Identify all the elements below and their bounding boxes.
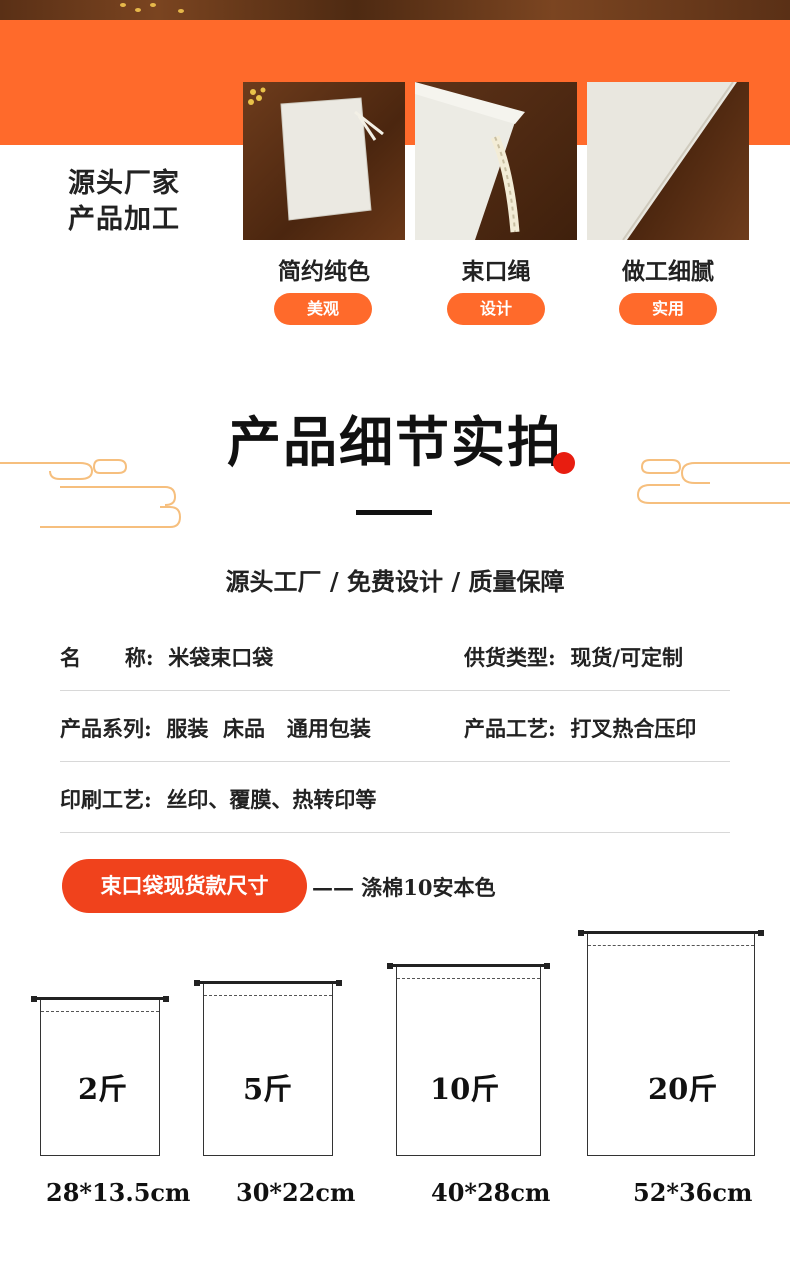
spec-row-2: 产品系列: 服装 床品 通用包装 产品工艺: 打叉热合压印	[60, 691, 730, 762]
hero-line-2: 产品加工	[68, 204, 180, 235]
photo-drawstring	[415, 82, 577, 240]
feature-tag-1: 美观	[274, 293, 372, 325]
bag-size-5: 30*22cm	[236, 1178, 356, 1207]
stitch-line	[204, 995, 332, 996]
cloud-decoration-left	[0, 459, 182, 528]
bag-weight-2: 2斤	[78, 1072, 128, 1106]
feature-tag-3: 实用	[619, 293, 717, 325]
cloud-decoration-right	[636, 459, 790, 504]
stitch-line	[588, 945, 754, 946]
grain-decoration	[150, 3, 156, 7]
spec-row-1: 名 称: 米袋束口袋 供货类型: 现货/可定制	[60, 620, 730, 691]
wood-texture-strip	[0, 0, 790, 20]
grain-decoration	[178, 9, 184, 13]
drawstring	[194, 980, 342, 986]
photo-plain-bag	[243, 82, 405, 240]
red-dot-decoration	[553, 452, 575, 474]
grain-decoration	[120, 3, 126, 7]
bag-photo-illustration	[248, 87, 384, 221]
material-label: —— 涤棉10安本色	[312, 875, 496, 900]
spec-printing: 印刷工艺: 丝印、覆膜、热转印等	[60, 787, 377, 812]
hero-title: 源头厂家 产品加工	[68, 166, 180, 238]
bag-size-2: 28*13.5cm	[46, 1178, 191, 1207]
spec-series: 产品系列: 服装 床品 通用包装	[60, 716, 371, 741]
drawstring	[31, 996, 169, 1002]
spec-craft: 产品工艺: 打叉热合压印	[464, 716, 697, 741]
feature-tag-2: 设计	[447, 293, 545, 325]
spec-name: 名 称: 米袋束口袋	[60, 645, 274, 670]
spec-supply-type: 供货类型: 现货/可定制	[464, 645, 684, 670]
bag-weight-5: 5斤	[243, 1072, 293, 1106]
grain-decoration	[135, 8, 141, 12]
subtitle: 源头工厂 / 免费设计 / 质量保障	[225, 567, 565, 596]
bag-weight-20: 20斤	[648, 1072, 718, 1106]
hero-line-1: 源头厂家	[68, 168, 180, 199]
photo-stitching	[587, 82, 749, 240]
bag-10jin	[387, 963, 550, 1156]
feature-label-2: 束口绳	[461, 258, 531, 285]
spec-row-3: 印刷工艺: 丝印、覆膜、热转印等	[60, 762, 730, 833]
stitch-line	[41, 1011, 159, 1012]
section-title: 产品细节实拍	[227, 410, 563, 474]
feature-label-1: 简约纯色	[278, 258, 370, 285]
bag-2jin	[31, 996, 169, 1156]
stitching-photo-illustration	[587, 82, 737, 240]
feature-label-3: 做工细腻	[622, 258, 714, 285]
bag-size-20: 52*36cm	[633, 1178, 753, 1207]
drawstring	[578, 930, 764, 936]
bag-size-10: 40*28cm	[431, 1178, 551, 1207]
drawstring-photo-illustration	[415, 82, 525, 240]
stitch-line	[397, 978, 540, 979]
title-underline	[356, 510, 432, 515]
bag-weight-10: 10斤	[430, 1072, 500, 1106]
bag-5jin	[194, 980, 342, 1156]
bag-20jin	[578, 930, 764, 1156]
drawstring	[387, 963, 550, 969]
size-section-pill: 束口袋现货款尺寸	[62, 859, 307, 913]
